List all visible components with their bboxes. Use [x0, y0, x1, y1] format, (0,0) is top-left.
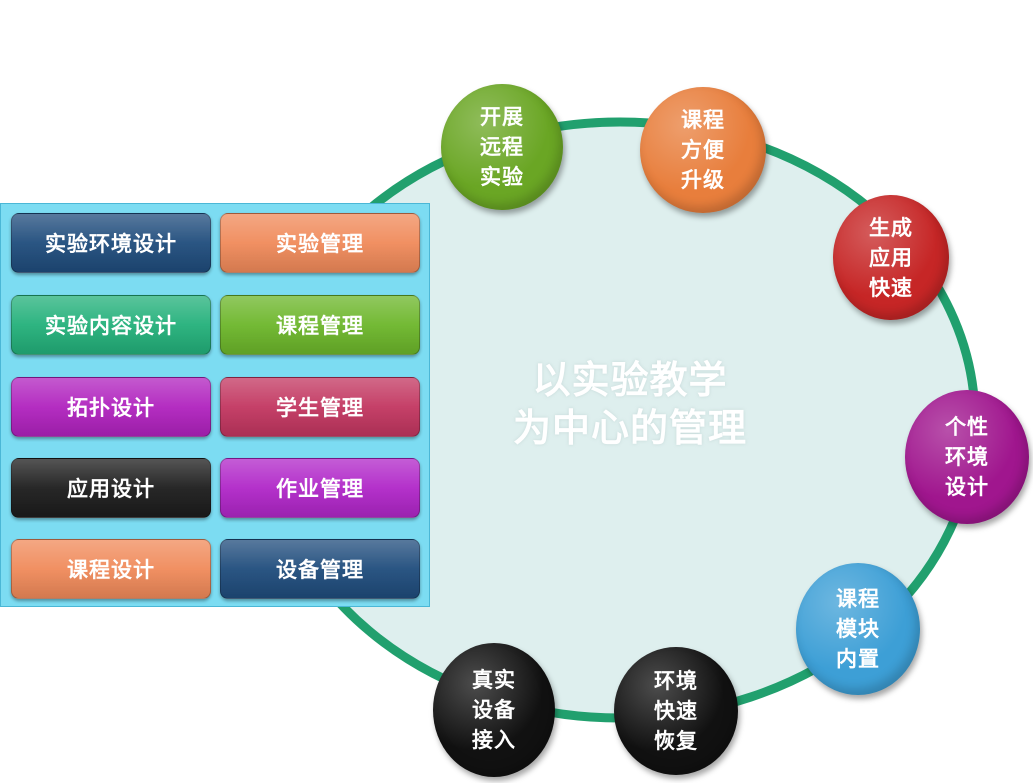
btn-lab-environment-design[interactable]: 实验环境设计	[11, 213, 211, 273]
btn-topology-design[interactable]: 拓扑设计	[11, 377, 211, 437]
btn-homework-management[interactable]: 作业管理	[220, 458, 420, 518]
node-fast-recovery[interactable]: 环境快速恢复	[614, 647, 738, 775]
center-title: 以实验教学 为中心的管理	[480, 356, 780, 452]
node-label: 开展远程实验	[480, 105, 524, 189]
btn-course-design[interactable]: 课程设计	[11, 539, 211, 599]
btn-lab-management[interactable]: 实验管理	[220, 213, 420, 273]
node-label: 生成应用快速	[869, 215, 913, 300]
node-label: 个性环境设计	[945, 415, 989, 499]
btn-course-management[interactable]: 课程管理	[220, 295, 420, 355]
node-label: 课程模块内置	[836, 587, 880, 671]
node-label: 环境快速恢复	[654, 669, 698, 753]
node-course-upgrade[interactable]: 课程方便升级	[640, 87, 766, 213]
node-fast-generation[interactable]: 生成应用快速	[833, 195, 949, 320]
btn-student-management[interactable]: 学生管理	[220, 377, 420, 437]
center-title-line1: 以实验教学	[532, 358, 728, 402]
node-remote-experiment[interactable]: 开展远程实验	[441, 84, 563, 210]
node-label: 真实设备接入	[472, 668, 516, 752]
node-builtin-modules[interactable]: 课程模块内置	[796, 563, 920, 695]
management-panel: 实验环境设计 实验管理 实验内容设计 课程管理 拓扑设计 学生管理 应用设计 作…	[0, 203, 430, 607]
node-custom-environment[interactable]: 个性环境设计	[905, 390, 1029, 524]
btn-lab-content-design[interactable]: 实验内容设计	[11, 295, 211, 355]
node-label: 课程方便升级	[681, 108, 725, 192]
btn-application-design[interactable]: 应用设计	[11, 458, 211, 518]
btn-device-management[interactable]: 设备管理	[220, 539, 420, 599]
node-real-device-access[interactable]: 真实设备接入	[433, 643, 555, 777]
center-title-line2: 为中心的管理	[512, 406, 747, 450]
